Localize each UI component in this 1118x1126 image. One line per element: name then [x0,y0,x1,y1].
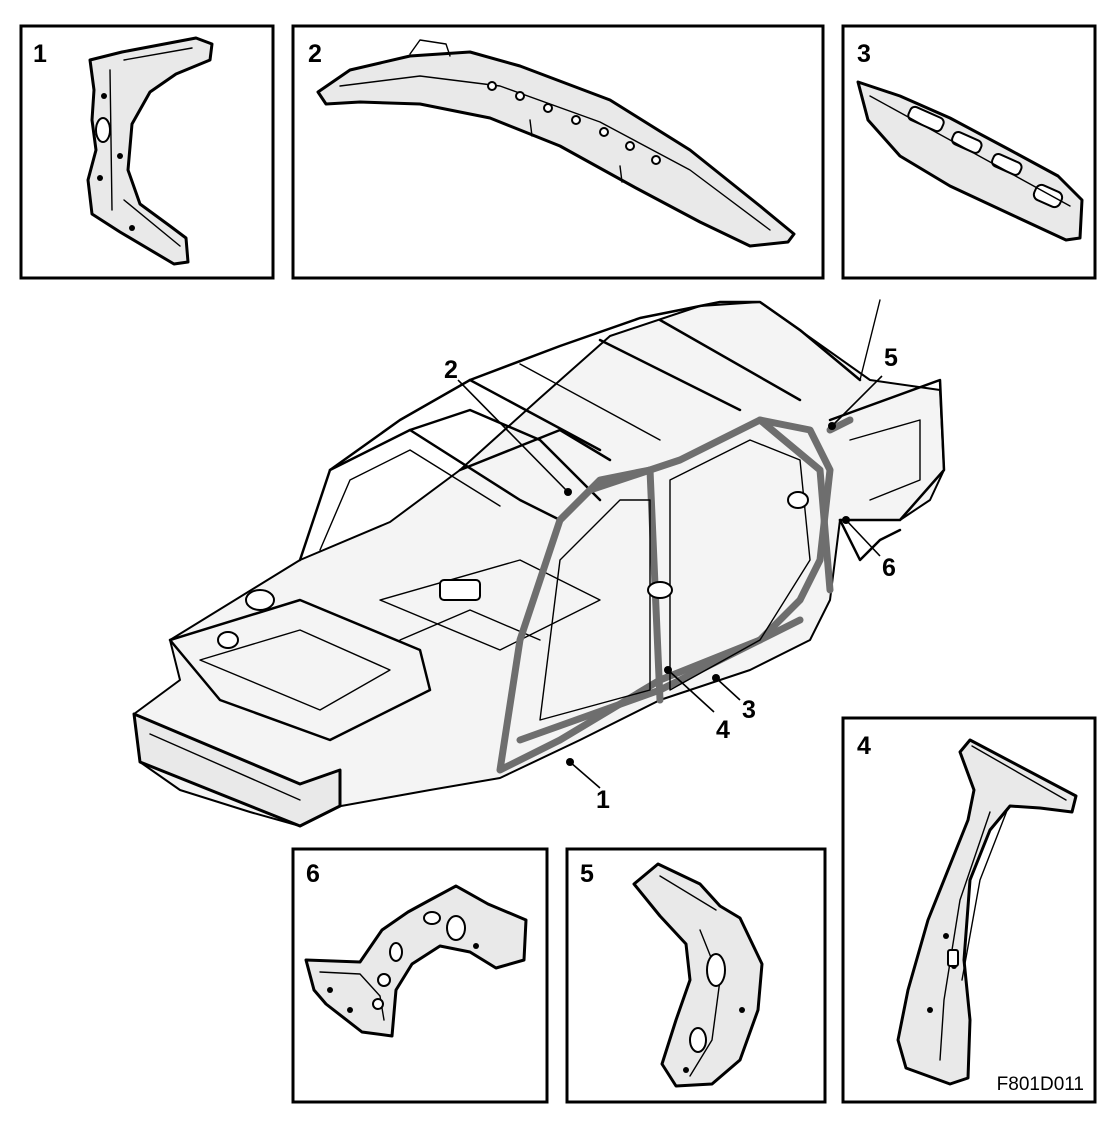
callout-1: 1 [596,786,610,814]
diagram-code: F801D011 [997,1074,1084,1095]
vehicle-body-structure [132,299,946,828]
panel-6-label: 6 [306,860,320,888]
part-1-front-pillar-drawing [86,36,214,266]
panel-5: 5 [565,847,827,1104]
part-2-roof-rail-drawing [316,39,796,248]
callout-5: 5 [884,344,898,372]
panel-5-label: 5 [580,860,594,888]
panel-3-label: 3 [857,40,871,68]
panel-4-label: 4 [857,732,871,760]
part-5-c-pillar-drawing [632,862,764,1088]
panel-2-label: 2 [308,40,322,68]
part-6-wheelhouse-drawing [304,884,528,1038]
callout-4: 4 [716,716,730,744]
callout-2: 2 [444,356,458,384]
panel-3: 3 [841,24,1097,280]
panel-4: 4 F801D011 [841,716,1097,1104]
callout-6: 6 [882,554,896,582]
panel-2: 2 [291,24,825,280]
panel-1-label: 1 [33,40,47,68]
part-3-sill-reinforcement-drawing [856,80,1084,242]
panel-1: 1 [19,24,275,280]
part-4-b-pillar-drawing [896,738,1078,1086]
panel-6: 6 [291,847,549,1104]
callouts: 2 5 6 3 4 1 [444,344,898,814]
callout-3: 3 [742,696,756,724]
